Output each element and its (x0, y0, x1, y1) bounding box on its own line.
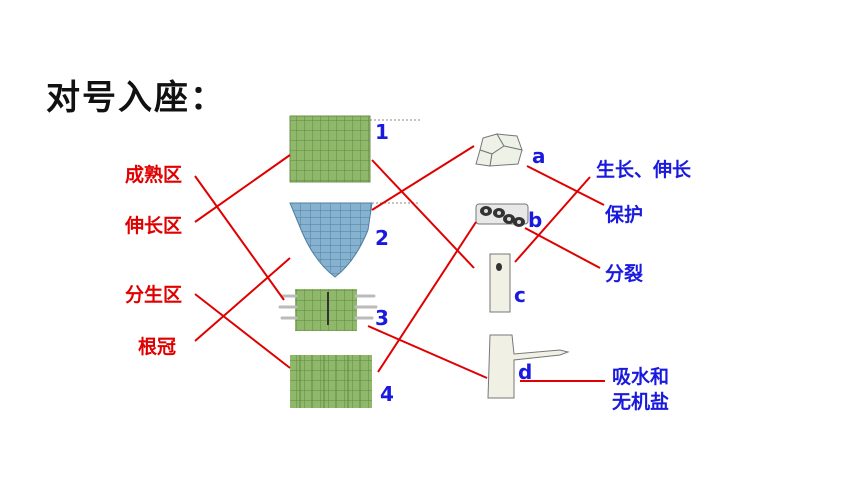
line-1-to-c (371, 159, 475, 269)
zone-label-elongation: 伸长区 (125, 215, 183, 237)
root-number-2: 2 (375, 226, 389, 250)
line-2-to-a (371, 145, 475, 211)
zone-label-rootcap: 根冠 (138, 336, 177, 358)
page-title: 对号入座： (46, 78, 226, 118)
function-absorb-1: 吸水和 (612, 366, 670, 388)
cell-d (487, 334, 570, 399)
line-3-to-d (367, 325, 488, 379)
cell-letter-b: b (528, 208, 543, 232)
line-elongation-to-1 (194, 154, 291, 223)
root-segment-1 (289, 115, 420, 183)
line-c-to-grow (514, 176, 591, 263)
line-b-to-divide (524, 227, 601, 269)
function-divide: 分裂 (605, 263, 644, 285)
line-a-to-protect (526, 165, 605, 206)
zone-label-meristem: 分生区 (125, 284, 183, 306)
line-meristem-to-4 (194, 293, 291, 369)
cell-letter-a: a (532, 144, 546, 168)
zone-label-maturation: 成熟区 (125, 164, 183, 186)
function-absorb-2: 无机盐 (612, 391, 670, 413)
cell-c (489, 253, 511, 313)
line-maturation-to-3 (194, 175, 285, 301)
root-number-4: 4 (380, 382, 394, 406)
root-segment-3 (278, 289, 378, 331)
function-grow: 生长、伸长 (596, 159, 692, 181)
cell-b (475, 203, 529, 227)
cell-letter-d: d (518, 360, 533, 384)
function-protect: 保护 (605, 204, 644, 226)
line-4-to-b (377, 221, 477, 373)
root-number-1: 1 (375, 120, 389, 144)
line-rootcap-to-2 (194, 257, 291, 342)
root-segment-4 (290, 355, 372, 408)
root-number-3: 3 (375, 306, 389, 330)
cell-letter-c: c (514, 283, 526, 307)
cell-a (475, 133, 523, 167)
